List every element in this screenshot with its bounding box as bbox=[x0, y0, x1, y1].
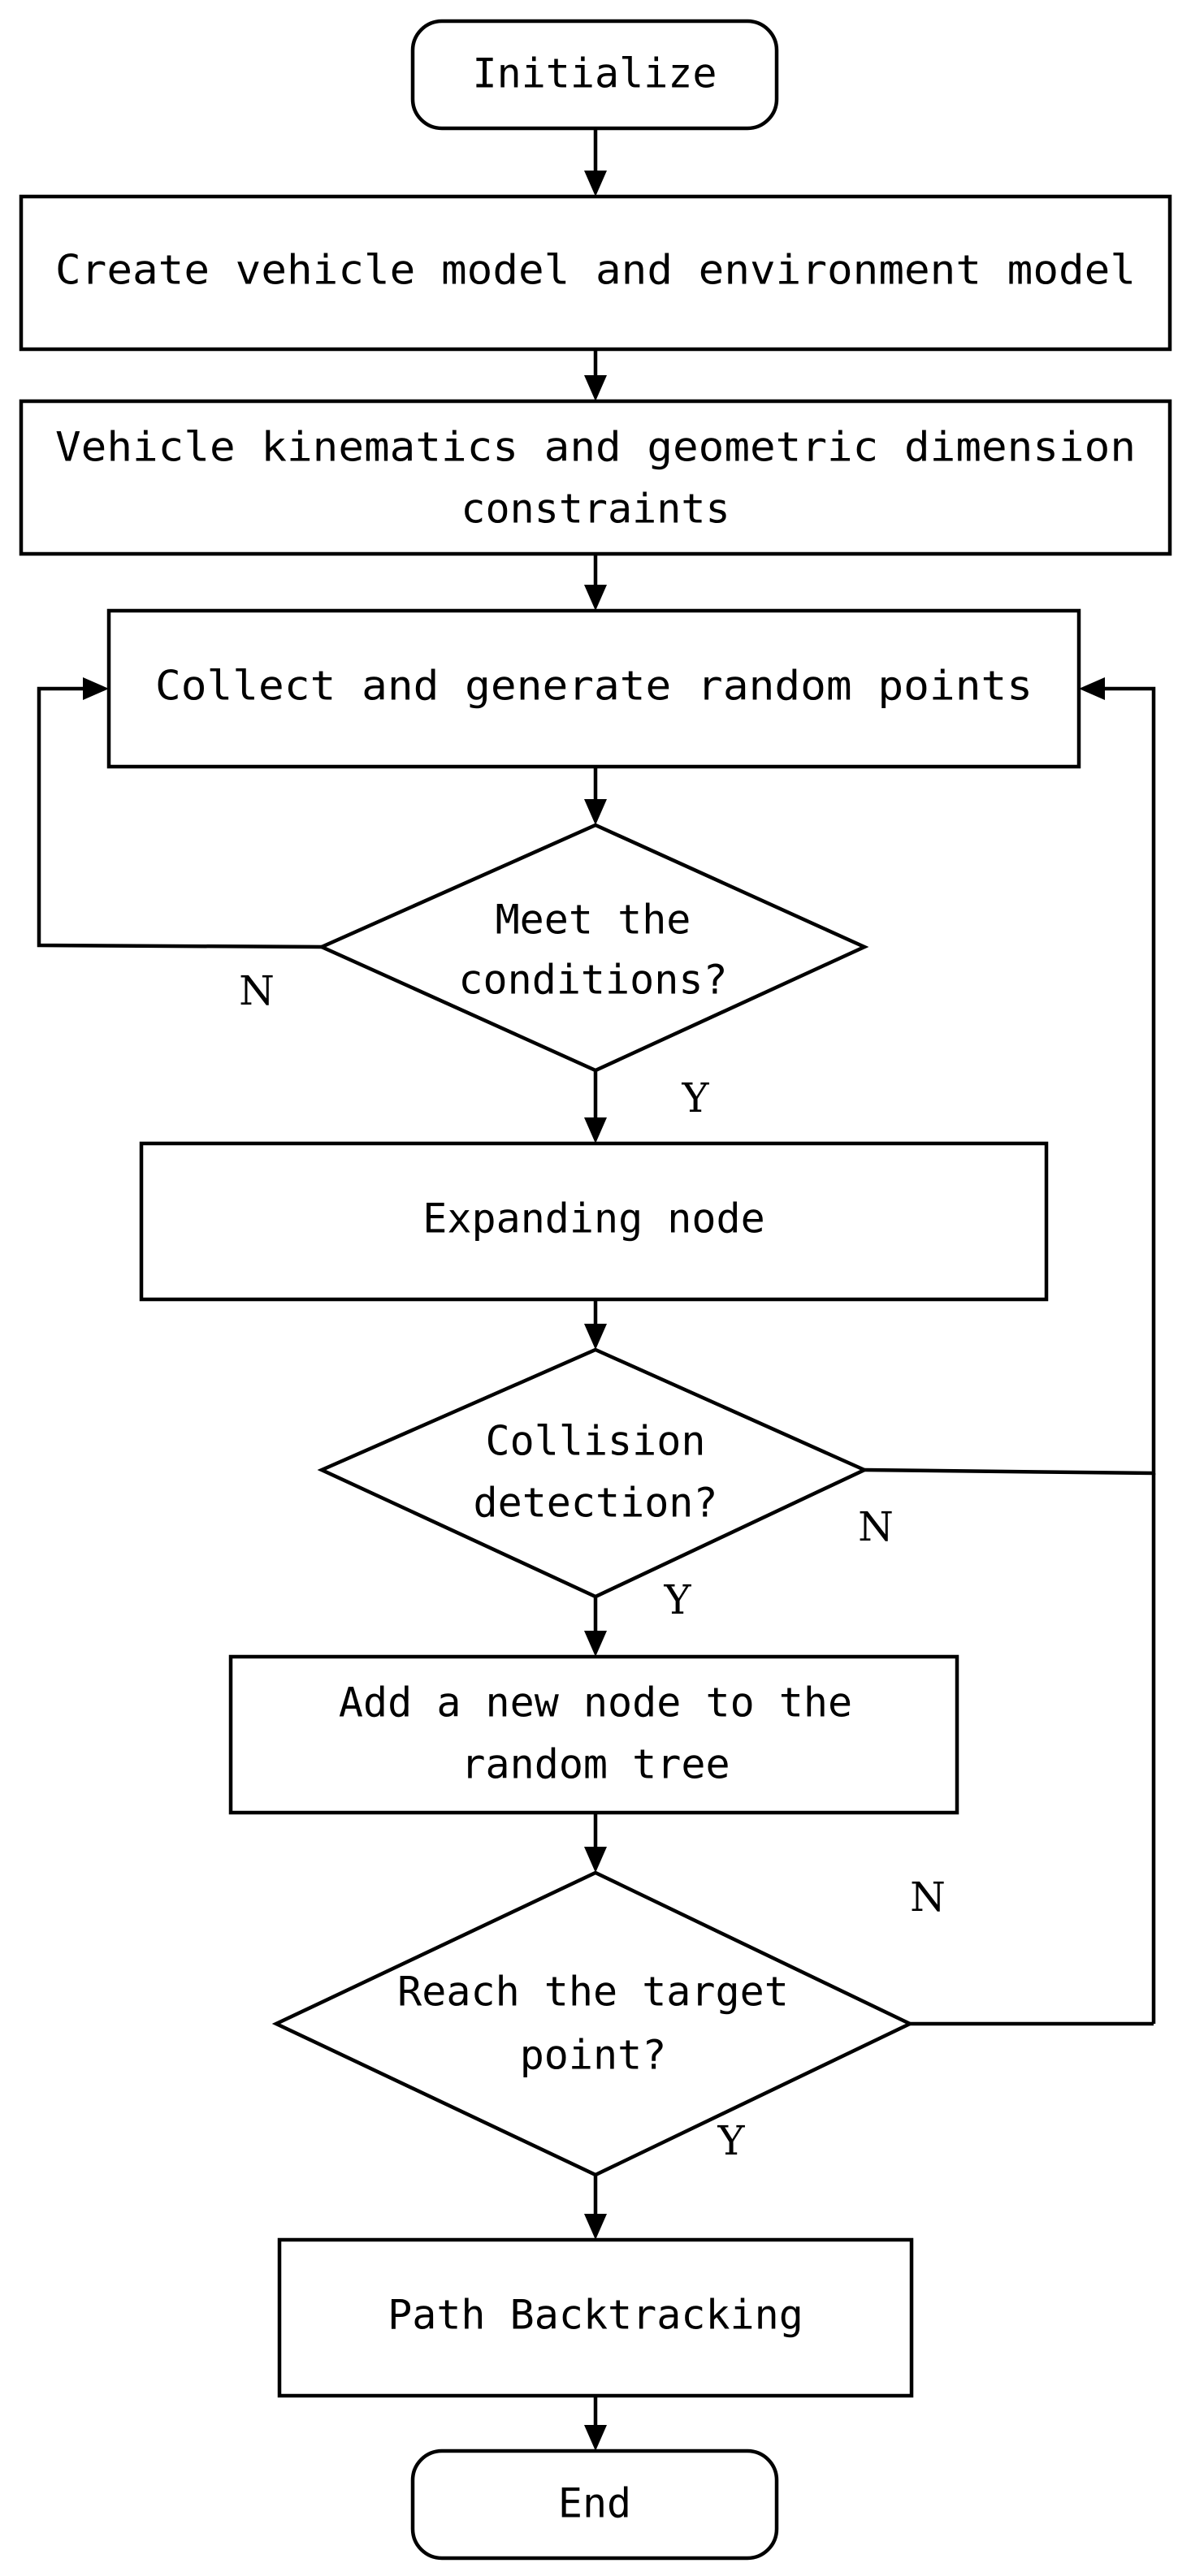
collision-label-line2: detection? bbox=[473, 1480, 717, 1527]
reach-target-decision bbox=[271, 1870, 915, 2177]
reach-no-label: N bbox=[910, 1874, 946, 1921]
add-node-label-line1: Add a new node to the bbox=[339, 1679, 852, 1727]
arrowhead-reach-to-backtracking bbox=[584, 2214, 607, 2240]
meet-yes-label: Y bbox=[681, 1074, 709, 1122]
end-label: End bbox=[558, 2480, 631, 2527]
expanding-node-label: Expanding node bbox=[422, 1195, 764, 1243]
arrowhead-expanding-to-collision bbox=[584, 1324, 607, 1350]
meet-conditions-decision bbox=[317, 823, 869, 1073]
end-node bbox=[410, 2448, 779, 2561]
arrowhead-constraints-to-collect bbox=[584, 585, 607, 611]
constraints-label-line2: constraints bbox=[461, 486, 730, 533]
collision-no-label: N bbox=[858, 1503, 894, 1550]
loop-right-return bbox=[864, 686, 1156, 1476]
arrowhead-meet-to-expanding bbox=[584, 1117, 607, 1143]
create-models-label: Create vehicle model and environment mod… bbox=[55, 247, 1136, 294]
reach-target-label-line2: point? bbox=[520, 2032, 667, 2079]
arrowhead-initialize-to-create bbox=[584, 171, 607, 197]
collect-points-label: Collect and generate random points bbox=[155, 663, 1033, 710]
meet-conditions-label-line1: Meet the bbox=[496, 897, 691, 944]
meet-no-label: N bbox=[239, 967, 275, 1014]
collision-label-line1: Collision bbox=[486, 1418, 706, 1465]
add-node-label-line2: random tree bbox=[461, 1741, 730, 1788]
arrowhead-add-to-reach bbox=[584, 1847, 607, 1873]
create-models-box bbox=[19, 194, 1172, 352]
collect-points-box bbox=[106, 608, 1081, 769]
reach-yes-label: Y bbox=[717, 2117, 745, 2164]
initialize-label: Initialize bbox=[472, 50, 717, 97]
arrowhead-meet-no-loop bbox=[83, 677, 109, 700]
arrowhead-create-to-constraints bbox=[584, 375, 607, 401]
arrowhead-collect-to-meet bbox=[584, 799, 607, 825]
collision-yes-label: Y bbox=[663, 1576, 691, 1623]
arrowhead-backtracking-to-end bbox=[584, 2425, 607, 2451]
meet-conditions-label-line2: conditions? bbox=[458, 957, 727, 1004]
collision-decision bbox=[317, 1347, 869, 1599]
arrowhead-right-loop bbox=[1079, 677, 1105, 700]
loop-meet-no-to-collect bbox=[37, 686, 323, 949]
reach-target-label-line1: Reach the target bbox=[397, 1969, 789, 2016]
constraints-label-line1: Vehicle kinematics and geometric dimensi… bbox=[55, 424, 1136, 471]
path-backtracking-label: Path Backtracking bbox=[388, 2292, 803, 2339]
arrowhead-collision-to-add bbox=[584, 1631, 607, 1657]
